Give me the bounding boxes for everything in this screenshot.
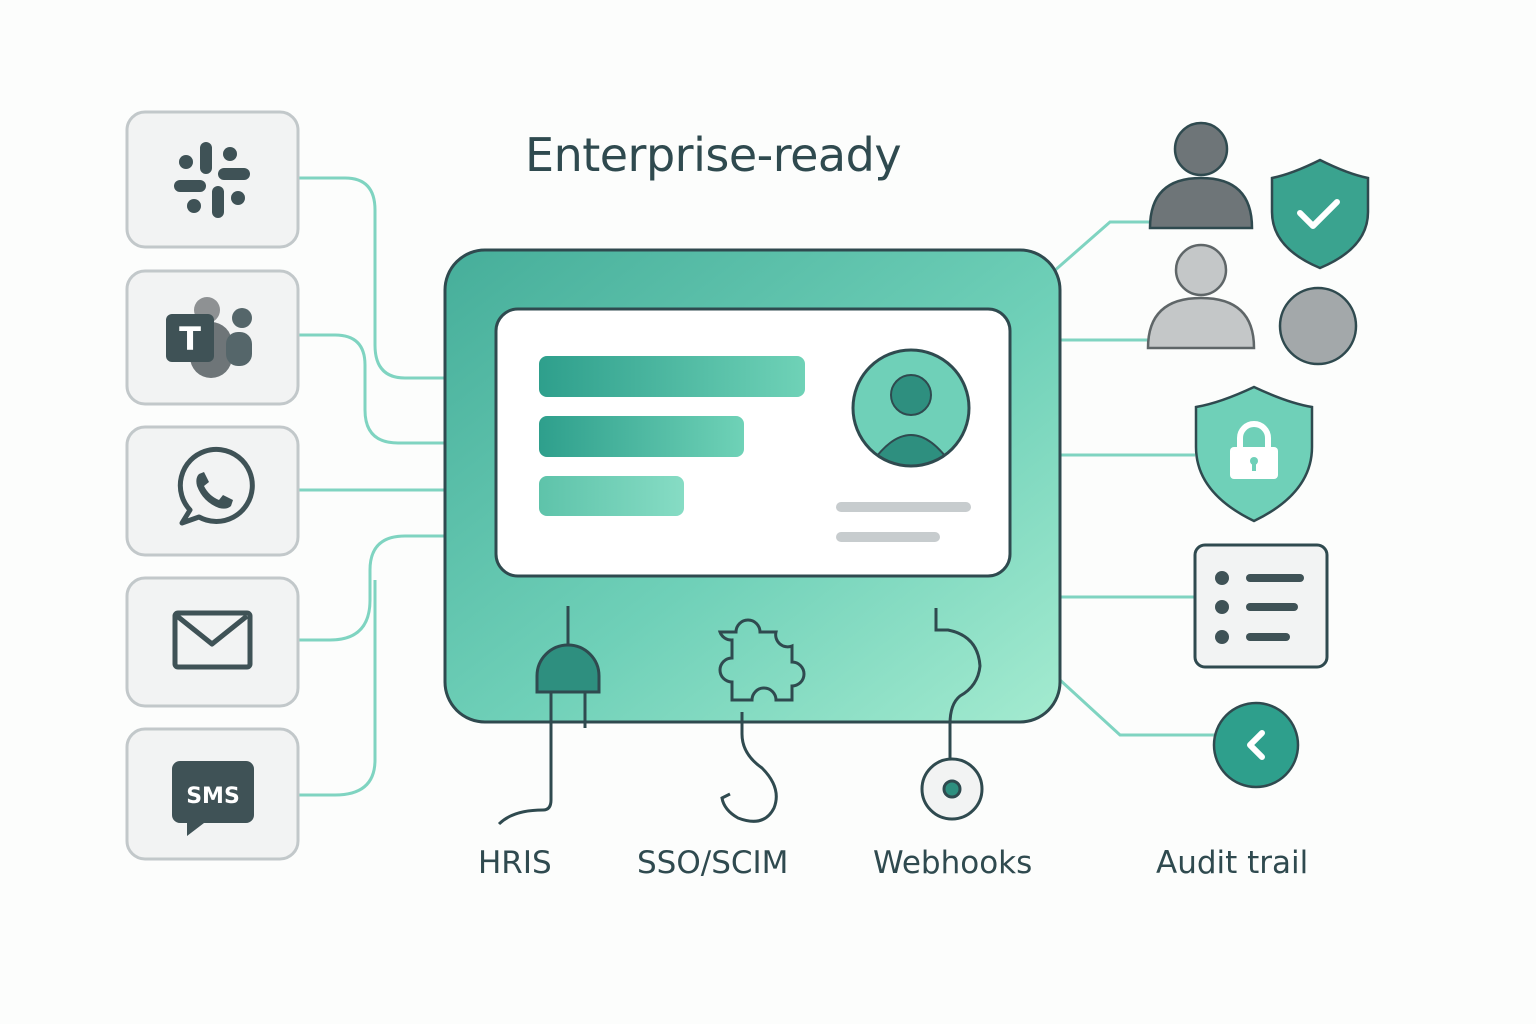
audit-back-button[interactable] <box>1212 701 1300 789</box>
text-line-2 <box>836 532 940 542</box>
page-title: Enterprise-ready <box>525 128 902 182</box>
content-bar-3 <box>539 476 684 516</box>
slack-icon <box>174 142 250 218</box>
user-avatar-circle <box>1278 286 1358 366</box>
connector-slack <box>298 176 445 380</box>
teams-icon: T <box>166 297 252 378</box>
left-connectors <box>298 176 445 797</box>
content-bar-2 <box>539 416 744 457</box>
whatsapp-icon <box>177 446 255 526</box>
connector-audit <box>1058 678 1215 737</box>
checklist-icon <box>1193 543 1329 669</box>
webhook-icon <box>920 608 984 821</box>
tile-whatsapp[interactable] <box>125 425 300 557</box>
tile-sms[interactable]: SMS <box>125 727 300 861</box>
chevron-left-icon <box>1247 730 1265 760</box>
right-connectors <box>1052 220 1215 737</box>
avatar <box>851 348 971 468</box>
connector-sms <box>298 580 377 797</box>
mail-icon <box>172 610 253 670</box>
platform-panel <box>443 248 1062 724</box>
connector-mail <box>298 534 445 642</box>
text-line-1 <box>836 502 971 512</box>
label-audit-trail: Audit trail <box>1156 845 1309 881</box>
shield-lock-icon <box>1194 385 1314 523</box>
label-hris: HRIS <box>478 845 552 881</box>
shield-check-icon <box>1270 158 1370 270</box>
tile-slack[interactable] <box>125 110 300 249</box>
team-icon-letter: T <box>179 320 201 358</box>
connector-team <box>1052 220 1150 274</box>
content-bar-1 <box>539 356 805 397</box>
label-webhooks: Webhooks <box>873 845 1033 881</box>
sms-icon: SMS <box>172 761 254 836</box>
sms-icon-text: SMS <box>186 784 240 809</box>
user-icon <box>1148 121 1254 230</box>
connector-teams <box>298 333 445 445</box>
puzzle-icon <box>717 618 806 823</box>
user-icon-secondary <box>1146 243 1256 350</box>
tile-teams[interactable]: T <box>125 269 300 406</box>
tile-mail[interactable] <box>125 576 300 708</box>
plug-icon <box>497 606 601 826</box>
label-sso-scim: SSO/SCIM <box>637 845 789 881</box>
